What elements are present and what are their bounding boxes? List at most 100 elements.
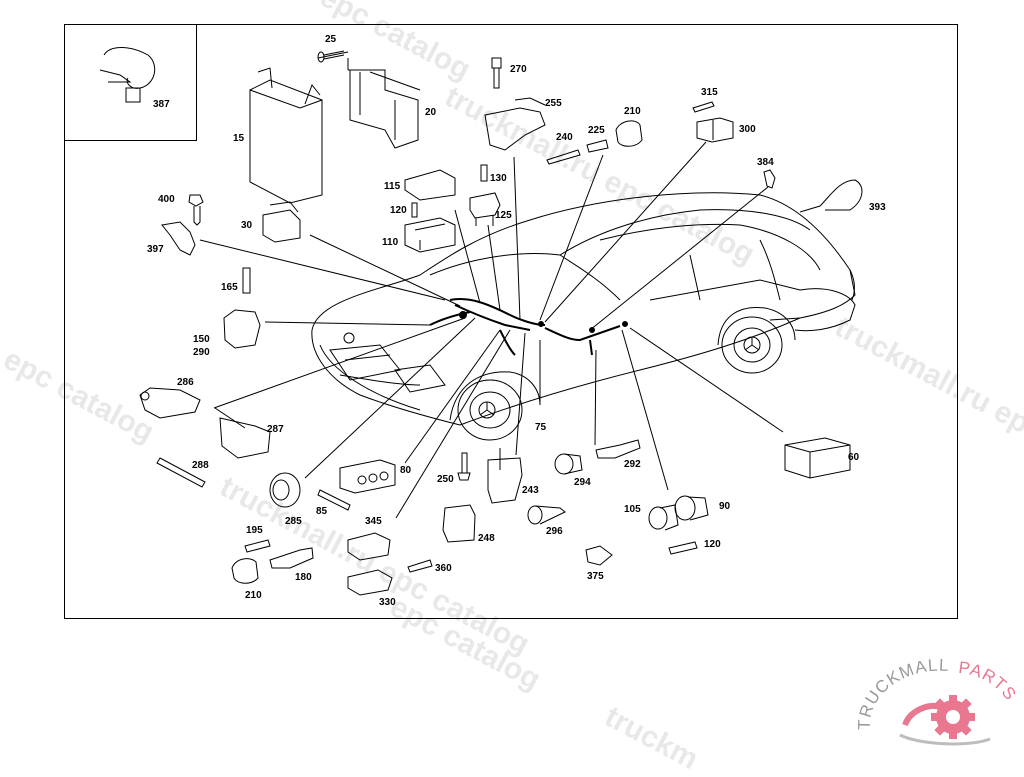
part-30	[262, 209, 301, 243]
part-296	[527, 505, 543, 525]
logo-text-right: PARTS	[957, 658, 1020, 704]
car-outline	[311, 192, 856, 441]
callout-label[interactable]: 292	[624, 459, 641, 470]
callout-label[interactable]: 210	[624, 106, 641, 117]
part-60	[784, 437, 851, 479]
part-90	[674, 495, 696, 521]
callout-label[interactable]: 85	[316, 506, 328, 517]
part-240	[546, 149, 581, 165]
part-120b	[668, 541, 698, 555]
callout-label[interactable]: 387	[153, 99, 170, 110]
part-285	[269, 472, 301, 508]
part-243	[487, 457, 523, 504]
callout-label[interactable]: 240	[556, 132, 573, 143]
part-400	[188, 194, 204, 207]
callout-label[interactable]: 80	[400, 465, 412, 476]
callout-label[interactable]: 180	[295, 572, 312, 583]
callout-label[interactable]: 375	[587, 571, 604, 582]
part-397	[161, 221, 196, 256]
part-225	[586, 139, 609, 153]
callout-label[interactable]: 360	[435, 563, 452, 574]
callout-label[interactable]: 315	[701, 87, 718, 98]
part-150-290	[223, 309, 261, 349]
callout-label[interactable]: 15	[233, 133, 245, 144]
callout-label[interactable]: 60	[848, 452, 860, 463]
part-300	[696, 117, 734, 143]
part-105	[648, 506, 668, 530]
part-375	[585, 545, 613, 566]
part-292	[595, 439, 641, 459]
callout-label[interactable]: 286	[177, 377, 194, 388]
part-345	[347, 532, 391, 561]
callout-label[interactable]: 90	[719, 501, 731, 512]
part-165	[242, 267, 251, 294]
callout-label[interactable]: 287	[267, 424, 284, 435]
part-315	[692, 101, 715, 113]
part-248	[442, 504, 476, 543]
inset-box	[64, 24, 197, 141]
gear-icon	[931, 695, 975, 739]
part-180	[269, 547, 314, 569]
part-195	[244, 539, 271, 553]
callout-label[interactable]: 250	[437, 474, 454, 485]
part-125	[469, 192, 501, 219]
callout-label[interactable]: 20	[425, 107, 437, 118]
part-85	[317, 489, 351, 511]
callout-label[interactable]: 248	[478, 533, 495, 544]
callout-label[interactable]: 110	[382, 237, 399, 248]
callout-label[interactable]: 125	[495, 210, 512, 221]
callout-label[interactable]: 384	[757, 157, 774, 168]
callout-label[interactable]: 195	[246, 525, 263, 536]
callout-label[interactable]: 255	[545, 98, 562, 109]
part-120a	[411, 202, 418, 218]
part-110	[404, 217, 456, 253]
part-387	[103, 47, 156, 89]
part-20	[349, 69, 419, 149]
part-210b	[231, 558, 259, 584]
callout-label[interactable]: 25	[325, 34, 337, 45]
callout-label[interactable]: 290	[193, 347, 210, 358]
truckmall-parts-logo: TRUCKMALL PARTS	[850, 655, 1024, 750]
part-393	[799, 179, 863, 213]
callout-label[interactable]: 30	[241, 220, 253, 231]
part-294	[554, 453, 574, 475]
callout-label[interactable]: 345	[365, 516, 382, 527]
callout-label[interactable]: 288	[192, 460, 209, 471]
part-330	[347, 569, 393, 596]
part-250	[461, 452, 468, 474]
callout-label[interactable]: 120	[390, 205, 407, 216]
part-255	[484, 107, 546, 151]
part-360	[407, 559, 433, 573]
part-287	[219, 417, 271, 459]
diagram-frame	[64, 24, 958, 619]
callout-label[interactable]: 294	[574, 477, 591, 488]
part-25	[317, 51, 349, 59]
callout-label[interactable]: 270	[510, 64, 527, 75]
part-130	[480, 164, 488, 182]
callout-label[interactable]: 300	[739, 124, 756, 135]
exploded-parts-diagram	[99, 47, 863, 596]
parts	[99, 47, 863, 596]
callout-label[interactable]: 75	[535, 422, 547, 433]
part-115	[404, 169, 456, 201]
callout-label[interactable]: 105	[624, 504, 641, 515]
callout-label[interactable]: 243	[522, 485, 539, 496]
callout-label[interactable]: 397	[147, 244, 164, 255]
callout-label[interactable]: 150	[193, 334, 210, 345]
callout-label[interactable]: 400	[158, 194, 175, 205]
callout-label[interactable]: 165	[221, 282, 238, 293]
part-80	[339, 459, 396, 494]
callout-label[interactable]: 296	[546, 526, 563, 537]
part-286	[139, 387, 201, 419]
callout-label[interactable]: 330	[379, 597, 396, 608]
callout-label[interactable]: 210	[245, 590, 262, 601]
callout-label[interactable]: 115	[384, 181, 401, 192]
logo-graphic: TRUCKMALL PARTS	[855, 656, 1020, 746]
callout-label[interactable]: 225	[588, 125, 605, 136]
wiring-harness	[429, 298, 628, 356]
callout-label[interactable]: 285	[285, 516, 302, 527]
callout-label[interactable]: 120	[704, 539, 721, 550]
callout-label[interactable]: 393	[869, 202, 886, 213]
callout-label[interactable]: 130	[490, 173, 507, 184]
part-15	[249, 89, 323, 204]
